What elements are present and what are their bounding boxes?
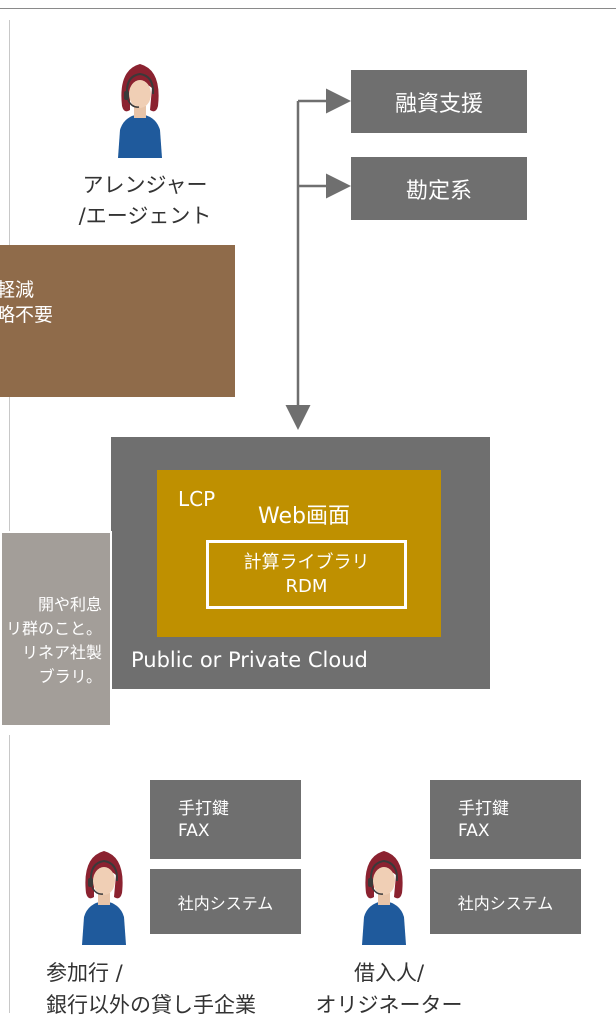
borrower-label-line2: オリジネーター: [315, 993, 463, 1017]
left-divider-lower: [9, 735, 10, 1013]
right-manual-entry-box: 手打鍵 FAX: [430, 780, 581, 859]
participant-label-line1: 参加行 /: [46, 961, 123, 985]
arranger-person-icon: [108, 58, 172, 158]
left-internal-system-box: 社内システム: [150, 869, 301, 934]
right-internal-system-box: 社内システム: [430, 869, 581, 934]
borrower-label: 借入人/ オリジネーター: [314, 957, 464, 1021]
left-manual-line1: 手打鍵: [178, 799, 229, 819]
brown-panel-line1: 軽減: [0, 279, 35, 301]
calc-library-box: 計算ライブラリ RDM: [206, 540, 407, 609]
participant-label: 参加行 / 銀行以外の貸し手企業: [46, 957, 256, 1021]
connector-arrows: [285, 88, 351, 430]
accounting-system-label: 勘定系: [405, 178, 472, 204]
left-manual-entry-box: 手打鍵 FAX: [150, 780, 301, 859]
library-note-panel: 開や利息 リ群のこと。 リネア社製 ブラリ。: [0, 531, 112, 727]
arranger-label-line2: /エージェント: [78, 204, 212, 228]
calc-library-line2: RDM: [285, 576, 328, 597]
finance-support-label: 融資支援: [394, 91, 483, 117]
top-divider: [0, 8, 616, 9]
brown-panel-line2: 略不要: [0, 304, 54, 326]
left-manual-line2: FAX: [178, 821, 210, 841]
accounting-system-box: 勘定系: [351, 157, 527, 220]
participant-label-line2: 銀行以外の貸し手企業: [46, 993, 256, 1017]
lcp-label: LCP: [178, 487, 216, 511]
cloud-label: Public or Private Cloud: [131, 648, 368, 672]
left-internal-system-label: 社内システム: [177, 893, 274, 913]
note-line2: リ群のこと。: [5, 619, 102, 638]
note-line1: 開や利息: [37, 595, 102, 614]
finance-support-box: 融資支援: [351, 70, 527, 133]
note-line3: リネア社製: [21, 643, 102, 662]
right-manual-line2: FAX: [458, 821, 490, 841]
participant-person-icon: [72, 845, 136, 945]
arranger-label: アレンジャー /エージェント: [60, 170, 230, 232]
note-line4: ブラリ。: [38, 667, 102, 686]
borrower-label-line1: 借入人/: [353, 961, 425, 985]
right-manual-line1: 手打鍵: [458, 799, 509, 819]
arranger-label-line1: アレンジャー: [82, 173, 208, 197]
borrower-person-icon: [352, 845, 416, 945]
brown-benefit-panel: 軽減 略不要: [0, 245, 235, 397]
calc-library-line1: 計算ライブラリ: [243, 552, 370, 573]
right-internal-system-label: 社内システム: [457, 893, 554, 913]
lcp-box: LCP Web画面 計算ライブラリ RDM: [157, 470, 441, 637]
web-screen-label: Web画面: [258, 504, 350, 529]
